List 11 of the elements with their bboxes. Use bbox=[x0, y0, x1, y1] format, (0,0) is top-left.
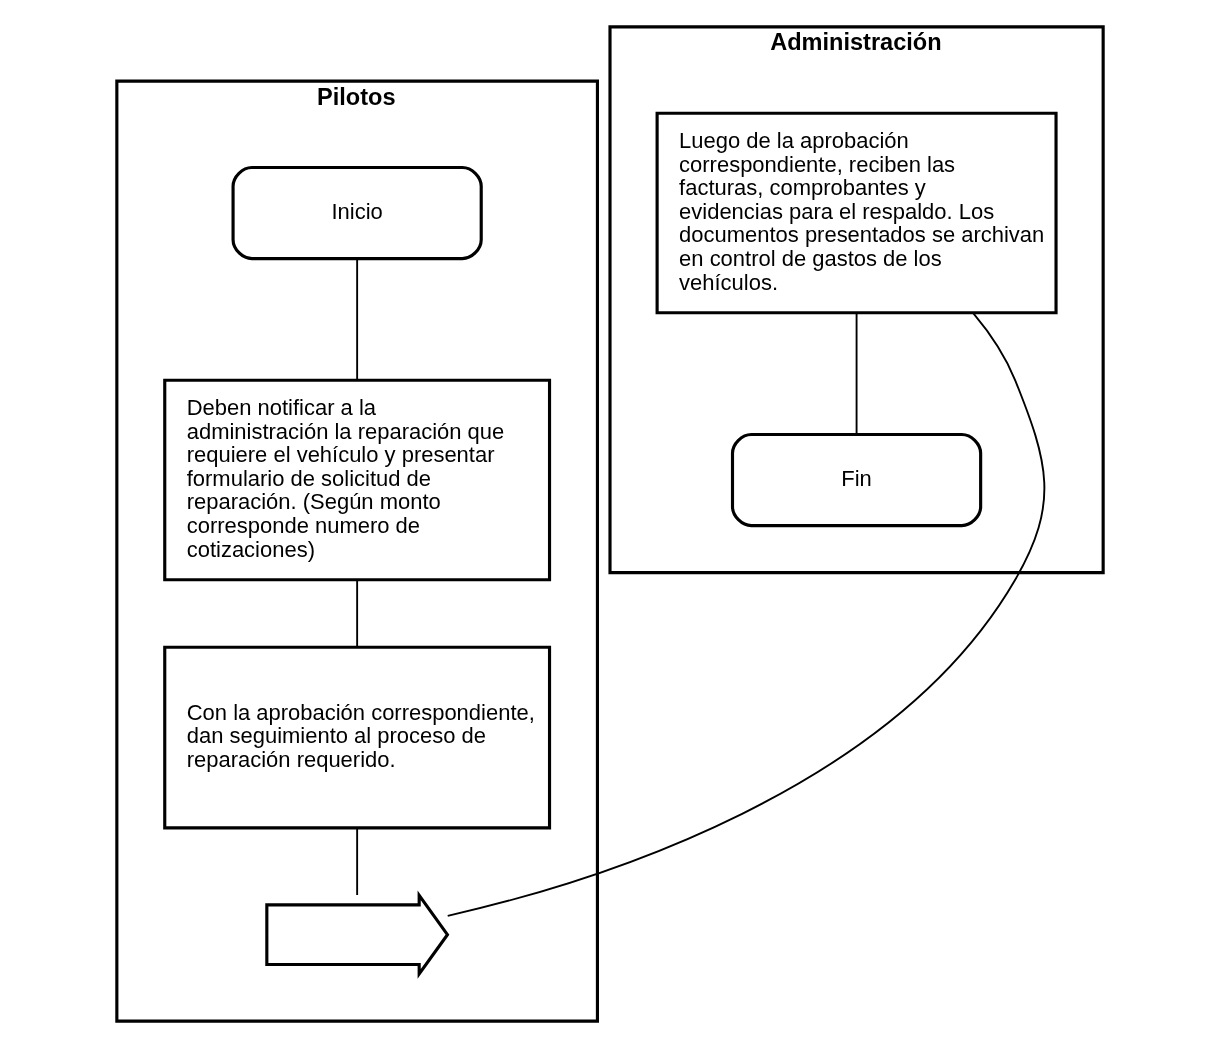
node-box: Luego de la aprobación correspondiente, reciben las facturas, comprobantes y evidencias para el respaldo. Los documentos presentados se archivan en control de gastos de los vehículos. bbox=[655, 111, 1058, 315]
node-box: Con la aprobación correspondiente, dan seguimiento al proceso de reparación requerido. bbox=[162, 645, 551, 830]
connector bbox=[355, 257, 358, 381]
connector bbox=[355, 579, 358, 648]
connector bbox=[355, 827, 358, 896]
connector bbox=[855, 311, 858, 435]
connector bbox=[446, 312, 1045, 917]
node-box: Fin bbox=[730, 432, 982, 528]
node-box: Deben notificar a la administración la reparación que requiere el vehículo y presentar formulario de solicitud de reparación. (Según monto corresponde numero de cotizaciones) bbox=[162, 378, 551, 582]
node-box: Inicio bbox=[231, 165, 483, 261]
node-arrow bbox=[264, 890, 449, 979]
